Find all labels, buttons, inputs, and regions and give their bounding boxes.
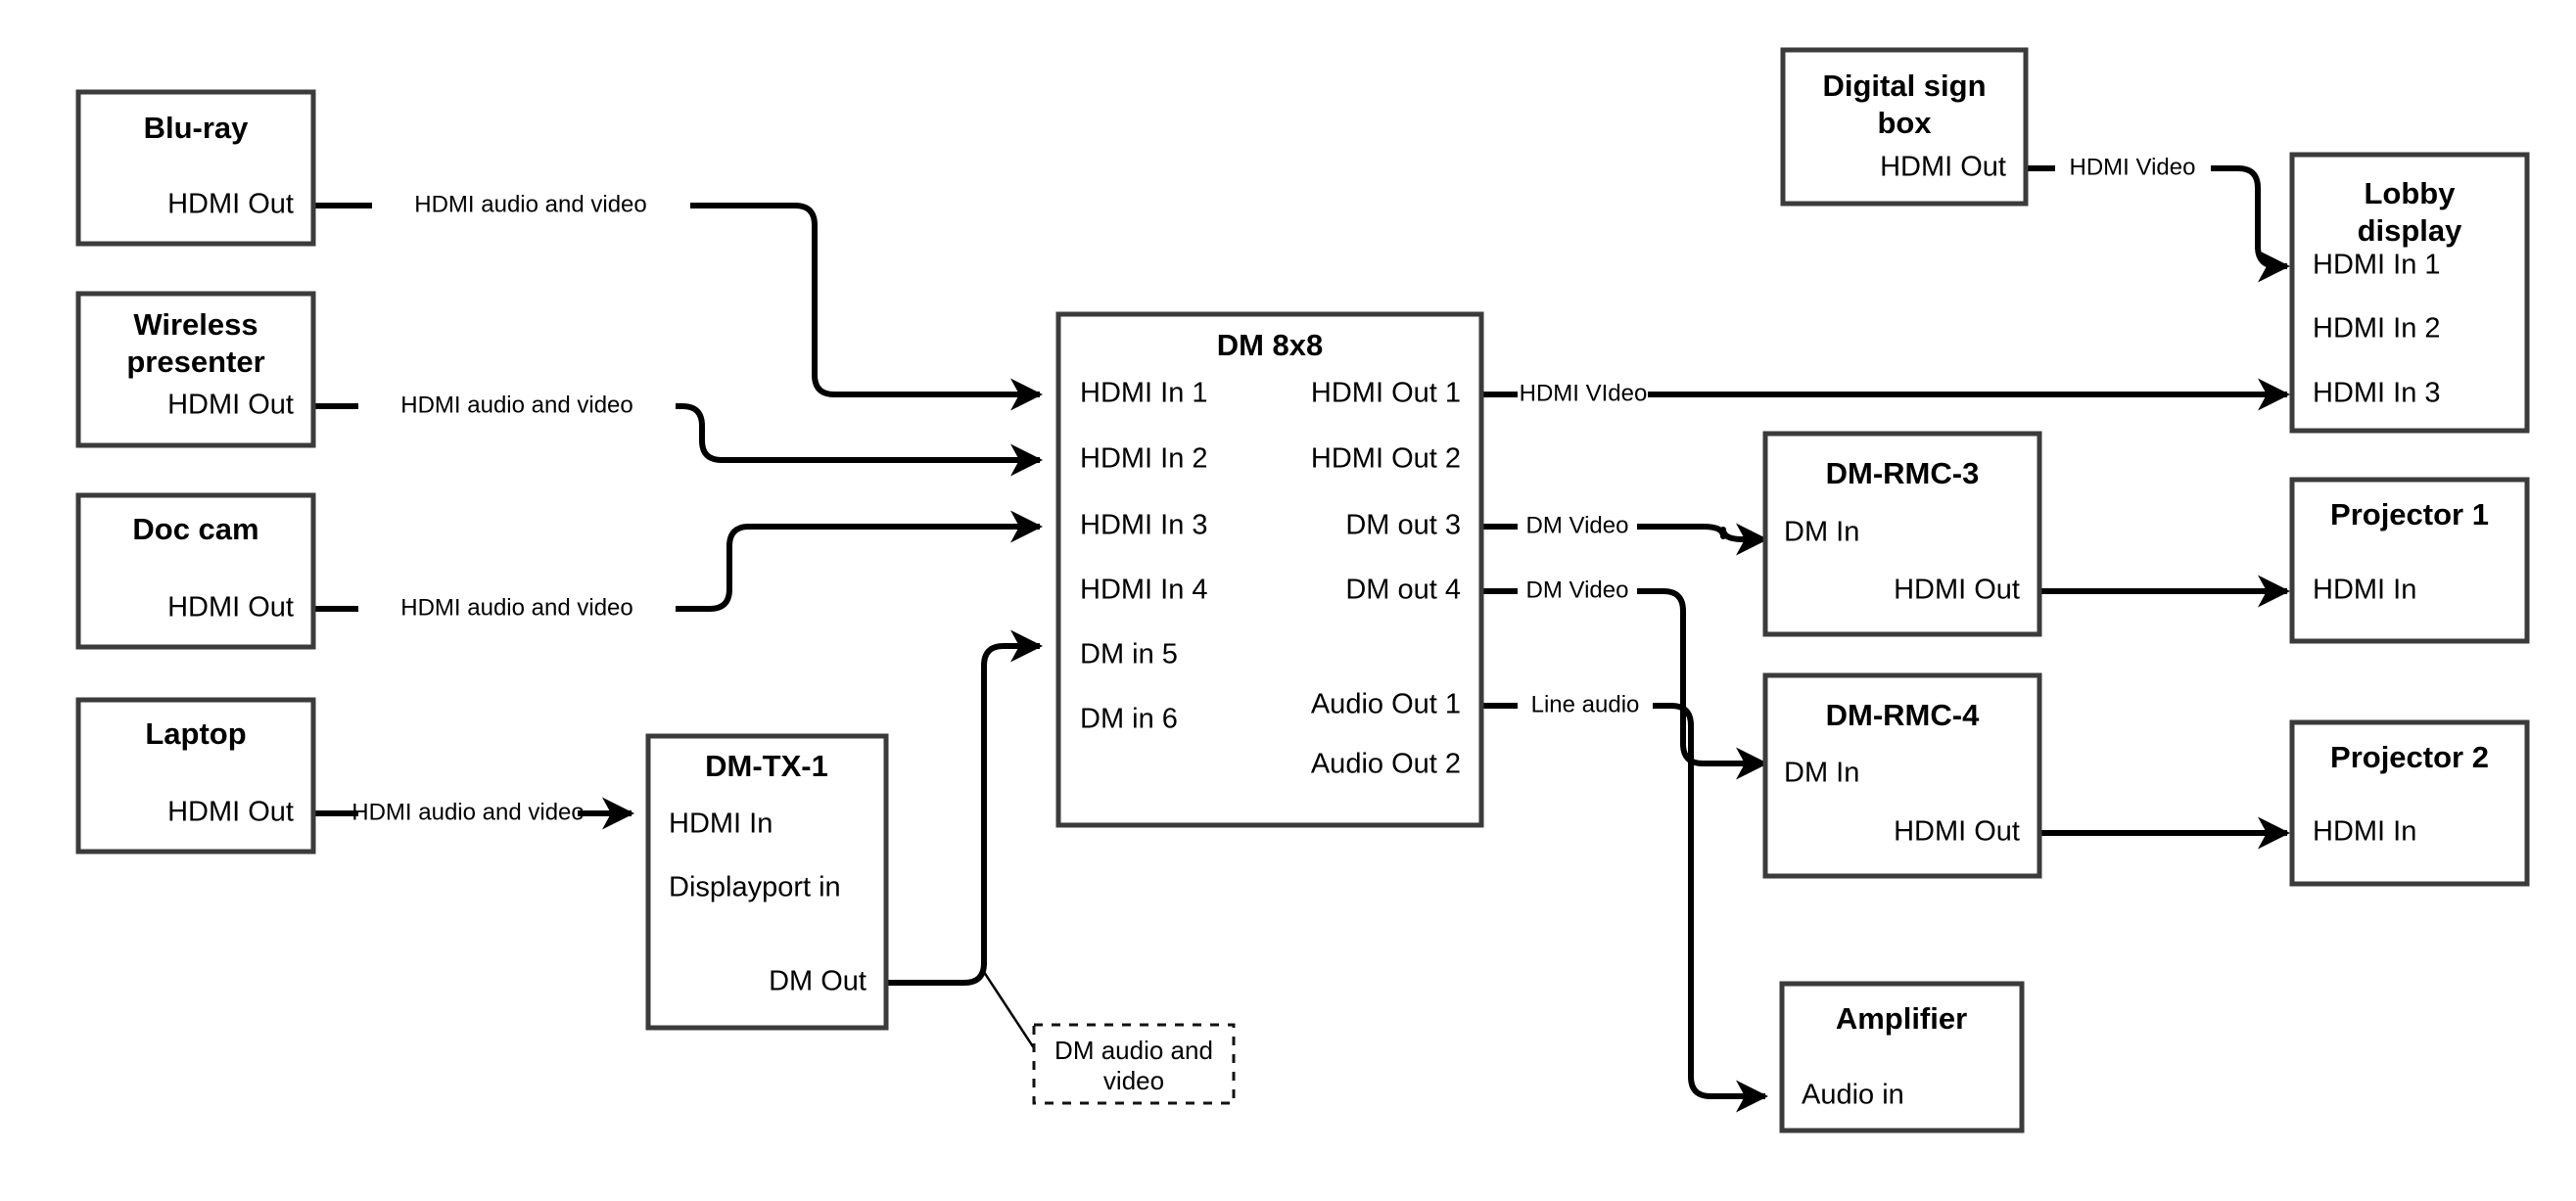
wire-label-laptop: HDMI audio and video	[351, 799, 584, 825]
device-title-lobby-line2: display	[2358, 213, 2463, 248]
wire-dmout4-to-rmc4: DM Video	[1481, 577, 1768, 780]
device-title-doccam: Doc cam	[132, 512, 258, 546]
wire-label-sign: HDMI Video	[2070, 154, 2196, 180]
device-amplifier[interactable]: Amplifier Audio in	[1779, 981, 2025, 1133]
wire-label-dmout4: DM Video	[1526, 577, 1629, 603]
port-dmtx1-dm-out: DM Out	[769, 966, 866, 997]
wire-label-doccam: HDMI audio and video	[400, 594, 632, 621]
port-dm8x8-audio-out-1: Audio Out 1	[1311, 689, 1461, 720]
port-dm8x8-hdmi-out-2: HDMI Out 2	[1311, 443, 1461, 475]
wire-label-bluray: HDMI audio and video	[414, 191, 646, 217]
wire-label-wireless: HDMI audio and video	[400, 392, 632, 418]
port-lobby-hdmi-in-2: HDMI In 2	[2313, 313, 2441, 345]
port-laptop-hdmi-out: HDMI Out	[167, 797, 294, 828]
device-title-projector1: Projector 1	[2330, 497, 2489, 531]
port-wireless-hdmi-out: HDMI Out	[167, 390, 294, 421]
device-title-wireless-line2: presenter	[126, 345, 264, 379]
device-doc-cam[interactable]: Doc cam HDMI Out	[75, 492, 316, 650]
wire-label-audioout1: Line audio	[1531, 691, 1640, 717]
port-dmrmc4-dm-in: DM In	[1784, 758, 1859, 789]
device-projector-1[interactable]: Projector 1 HDMI In	[2289, 477, 2530, 644]
wire-dmout3-to-rmc3: DM Video	[1481, 512, 1768, 556]
device-bluray[interactable]: Blu-ray HDMI Out	[75, 89, 316, 247]
device-title-dm8x8: DM 8x8	[1217, 328, 1324, 362]
port-lobby-hdmi-in-3: HDMI In 3	[2313, 378, 2441, 409]
port-lobby-hdmi-in-1: HDMI In 1	[2313, 250, 2441, 281]
note-line2: video	[1103, 1066, 1164, 1095]
device-projector-2[interactable]: Projector 2 HDMI In	[2289, 719, 2530, 887]
port-bluray-hdmi-out: HDMI Out	[167, 189, 294, 220]
port-amplifier-audio-in: Audio in	[1802, 1080, 1904, 1111]
port-dmrmc3-hdmi-out: HDMI Out	[1894, 575, 2020, 606]
device-title-bluray: Blu-ray	[144, 111, 250, 145]
port-dm8x8-dm-out-4: DM out 4	[1345, 575, 1461, 606]
port-dmtx1-hdmi-in: HDMI In	[669, 808, 773, 840]
port-projector2-hdmi-in: HDMI In	[2313, 816, 2416, 848]
port-doccam-hdmi-out: HDMI Out	[167, 592, 294, 624]
port-dm8x8-hdmi-in-1: HDMI In 1	[1080, 378, 1208, 409]
device-dm-8x8[interactable]: DM 8x8 HDMI In 1 HDMI In 2 HDMI In 3 HDM…	[1055, 311, 1484, 828]
note-dm-audio-and-video: DM audio and video	[1032, 1023, 1236, 1105]
port-dm8x8-hdmi-in-4: HDMI In 4	[1080, 575, 1208, 606]
port-projector1-hdmi-in: HDMI In	[2313, 575, 2416, 606]
device-laptop[interactable]: Laptop HDMI Out	[75, 697, 316, 855]
wire-label-hdmiout1: HDMI VIdeo	[1520, 380, 1648, 406]
port-dm8x8-hdmi-out-1: HDMI Out 1	[1311, 378, 1461, 409]
device-title-wireless-line1: Wireless	[133, 307, 258, 342]
device-digital-sign-box[interactable]: Digital sign box HDMI Out	[1780, 47, 2029, 207]
wire-laptop-to-dmtx1: HDMI audio and video	[313, 797, 634, 830]
wire-wireless-to-dm8x8: HDMI audio and video	[313, 392, 1043, 477]
wire-sign-to-lobby: HDMI Video	[2026, 154, 2290, 283]
device-lobby-display[interactable]: Lobby display HDMI In 1 HDMI In 2 HDMI I…	[2289, 152, 2530, 434]
device-dm-tx-1[interactable]: DM-TX-1 HDMI In Displayport in DM Out	[645, 733, 889, 1031]
device-title-dmrmc4: DM-RMC-4	[1826, 698, 1980, 732]
wire-bluray-to-dm8x8: HDMI audio and video	[313, 191, 1043, 411]
port-sign-hdmi-out: HDMI Out	[1880, 152, 2006, 183]
wire-dmtx1-to-dm8x8	[886, 629, 1044, 1061]
device-dm-rmc-3[interactable]: DM-RMC-3 DM In HDMI Out	[1762, 431, 2042, 637]
port-dm8x8-dm-out-3: DM out 3	[1345, 510, 1461, 541]
wire-label-dmout3: DM Video	[1526, 512, 1629, 538]
device-wireless-presenter[interactable]: Wireless presenter HDMI Out	[75, 291, 316, 448]
device-title-laptop: Laptop	[145, 716, 246, 751]
device-title-lobby-line1: Lobby	[2365, 176, 2457, 210]
note-line1: DM audio and	[1054, 1036, 1213, 1065]
device-title-amplifier: Amplifier	[1836, 1001, 1967, 1036]
device-title-dmtx1: DM-TX-1	[705, 749, 828, 783]
port-dm8x8-hdmi-in-3: HDMI In 3	[1080, 510, 1208, 541]
port-dm8x8-audio-out-2: Audio Out 2	[1311, 749, 1461, 780]
port-dmrmc4-hdmi-out: HDMI Out	[1894, 816, 2020, 848]
device-title-dmrmc3: DM-RMC-3	[1826, 456, 1980, 490]
device-title-sign-line2: box	[1877, 106, 1932, 140]
wire-doccam-to-dm8x8: HDMI audio and video	[313, 510, 1043, 621]
device-title-sign-line1: Digital sign	[1822, 69, 1986, 103]
port-dm8x8-dm-in-5: DM in 5	[1080, 639, 1178, 670]
device-title-projector2: Projector 2	[2330, 740, 2489, 774]
port-dm8x8-hdmi-in-2: HDMI In 2	[1080, 443, 1208, 475]
device-dm-rmc-4[interactable]: DM-RMC-4 DM In HDMI Out	[1762, 672, 2042, 879]
port-dm8x8-dm-in-6: DM in 6	[1080, 704, 1178, 735]
wire-hdmiout1-to-lobby: HDMI VIdeo	[1481, 378, 2290, 411]
port-dmtx1-displayport-in: Displayport in	[669, 872, 841, 903]
wire-audioout1-to-amp: Line audio	[1481, 691, 1768, 1113]
port-dmrmc3-dm-in: DM In	[1784, 517, 1859, 548]
